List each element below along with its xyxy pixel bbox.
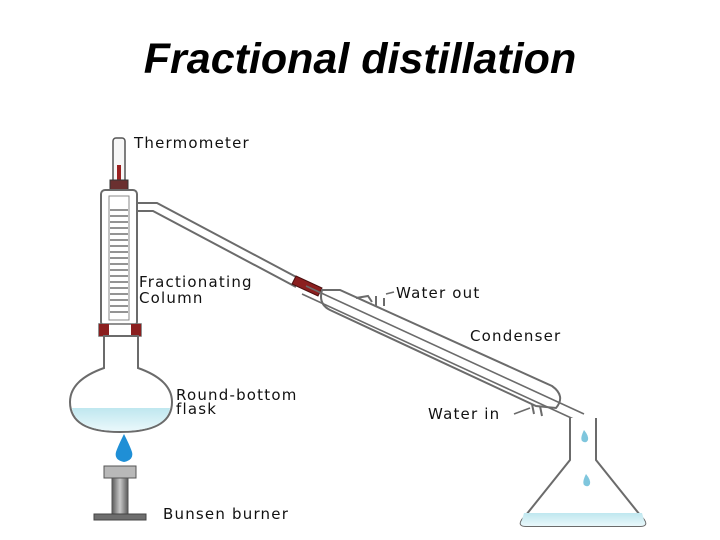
flask-stopper-right [131, 324, 141, 336]
water-in-pointer [513, 407, 531, 415]
drop-2 [583, 474, 591, 487]
label-water-out: Water out [396, 284, 480, 302]
page-title: Fractional distillation [143, 35, 577, 83]
label-fractionating-column-1: Fractionating [139, 273, 253, 291]
label-fractionating-column-2: Column [139, 289, 204, 307]
label-water-in: Water in [428, 405, 500, 423]
flask-stopper-left [99, 324, 109, 336]
flame [115, 434, 133, 462]
conical-flask [519, 418, 647, 527]
drop-1 [581, 430, 589, 443]
label-round-bottom-2: flask [176, 400, 217, 418]
bunsen-burner [93, 465, 147, 521]
water-out-pointer [385, 291, 395, 295]
condenser [301, 285, 585, 423]
label-bunsen-burner: Bunsen burner [163, 505, 289, 523]
label-thermometer: Thermometer [133, 134, 250, 152]
side-arm-tube [137, 202, 301, 288]
label-condenser: Condenser [470, 327, 561, 345]
fractionating-column [100, 189, 138, 327]
round-bottom-flask [68, 335, 174, 434]
label-round-bottom-1: Round-bottom [176, 386, 298, 404]
